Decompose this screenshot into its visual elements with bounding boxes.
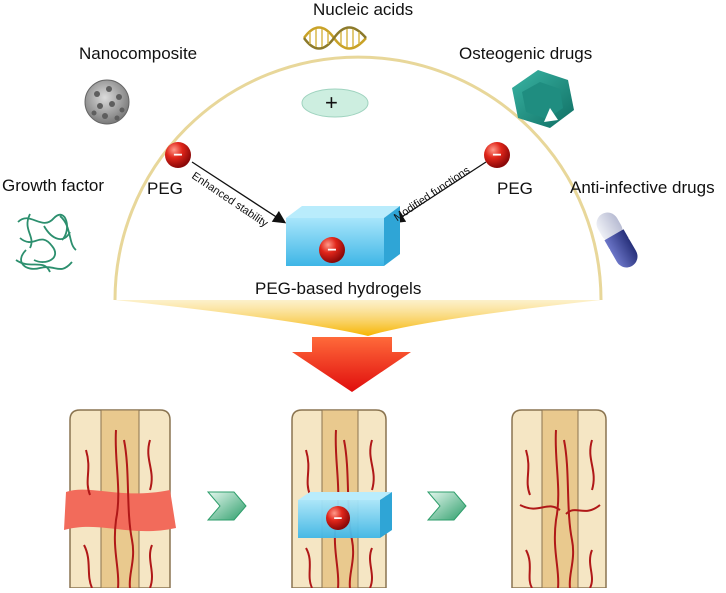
label-growth-factor: Growth factor [2, 176, 105, 195]
minus-symbol: − [173, 147, 182, 164]
bone-fracture [64, 409, 176, 589]
dome-outline [113, 55, 603, 301]
label-peg-hydrogels: PEG-based hydrogels [255, 279, 422, 298]
minus-symbol: − [334, 510, 343, 527]
arrow-enhanced-stability [191, 161, 287, 224]
label-peg-left: PEG [147, 179, 183, 198]
dna-icon [302, 26, 367, 50]
protein-ribbon-icon [15, 213, 77, 273]
plus-symbol: + [325, 90, 338, 115]
label-nucleic-acids: Nucleic acids [313, 0, 414, 19]
label-peg-right: PEG [497, 179, 533, 198]
positive-charge-ellipse [301, 88, 369, 118]
chevron-right-icon [206, 491, 247, 521]
funnel-shape [115, 300, 601, 336]
bone-healed [511, 409, 607, 589]
label-nanocomposite: Nanocomposite [79, 44, 198, 63]
peg-ball-left: − [165, 142, 191, 168]
down-arrow [292, 337, 411, 392]
arrow-modified-functions [391, 161, 487, 224]
minus-symbol: − [492, 147, 501, 164]
hydrogel-block: − [286, 206, 400, 266]
label-anti-infective-drugs: Anti-infective drugs [570, 178, 715, 197]
chevron-right-icon [426, 491, 467, 521]
peg-ball-right: − [484, 142, 510, 168]
virus-particle-icon [84, 79, 130, 125]
minus-symbol: − [327, 242, 336, 259]
label-osteogenic-drugs: Osteogenic drugs [459, 44, 593, 63]
bone-with-hydrogel: − [291, 409, 392, 589]
hexagon-drug-icon [512, 70, 574, 128]
capsule-icon [596, 212, 638, 268]
